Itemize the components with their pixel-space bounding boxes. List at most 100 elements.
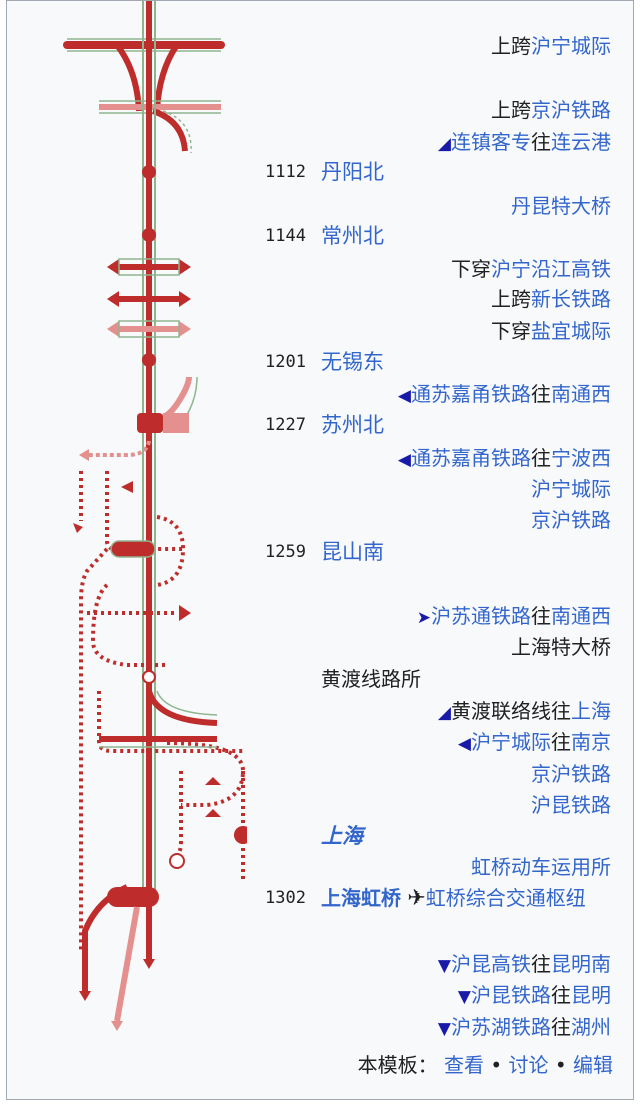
- link-tongsujiayong[interactable]: 通苏嘉甬铁路: [411, 446, 531, 470]
- link-shanghai[interactable]: 上海: [571, 699, 611, 723]
- footer-talk-link[interactable]: 讨论: [508, 1053, 549, 1077]
- shanghai-bridge-label: 上海特大桥: [511, 635, 611, 659]
- track-diagram: [63, 1, 247, 1031]
- station-wuxi-east[interactable]: 无锡东: [321, 350, 384, 374]
- link-husuhu[interactable]: 沪苏湖铁路: [451, 1015, 551, 1039]
- footer-view-link[interactable]: 查看: [443, 1053, 484, 1077]
- link-hongqiao-depot[interactable]: 虹桥动车运用所: [471, 855, 611, 879]
- row-hongqiao-depot: 虹桥动车运用所: [471, 854, 611, 880]
- row-huangdu-link: ◢黄渡联络线往上海: [438, 698, 611, 726]
- km-suzhou-north: 1227: [265, 415, 306, 435]
- link-hukun-railway[interactable]: 沪昆铁路: [531, 793, 611, 817]
- footer-separator: •: [554, 1053, 567, 1077]
- kunshan-south-marker: [110, 540, 156, 558]
- link-ningbo-west[interactable]: 宁波西: [551, 446, 611, 470]
- link-jinghu-railway[interactable]: 京沪铁路: [531, 98, 611, 122]
- row-cross-hu-ning-intercity: 上跨沪宁城际: [491, 33, 611, 59]
- km-kunshan-south: 1259: [265, 542, 306, 562]
- link-hu-ning-intercity[interactable]: 沪宁城际: [531, 34, 611, 58]
- footer-edit-link[interactable]: 编辑: [573, 1053, 613, 1077]
- station-shanghai[interactable]: 上海: [321, 824, 363, 848]
- changzhou-north-marker: [142, 228, 156, 242]
- row-prefix: 上跨: [491, 98, 531, 122]
- towards-text: 往: [551, 1015, 571, 1039]
- link-dankun-bridge[interactable]: 丹昆特大桥: [511, 194, 611, 218]
- station-suzhou-north[interactable]: 苏州北: [321, 413, 384, 437]
- footer-separator: •: [490, 1053, 503, 1077]
- main-line: [142, 1, 156, 961]
- wuxi-east-marker: [142, 353, 156, 367]
- row-husuhu: ▼沪苏湖铁路往湖州: [438, 1014, 611, 1042]
- link-tongsujiayong[interactable]: 通苏嘉甬铁路: [411, 382, 531, 406]
- row-tongsujiayong-south: ◀通苏嘉甬铁路往宁波西: [398, 445, 611, 473]
- towards-text: 往: [531, 604, 551, 628]
- link-nantong-west[interactable]: 南通西: [551, 382, 611, 406]
- route-diagram-box: 上跨沪宁城际 上跨京沪铁路 ◢连镇客专往连云港 1112 丹阳北 丹昆特大桥 1…: [6, 0, 634, 1100]
- row-tongsujiayong-north: ◀通苏嘉甬铁路往南通西: [398, 381, 611, 409]
- hongqiao-tracks: [79, 884, 159, 1031]
- branch-arrow-icon: ➤: [416, 608, 431, 628]
- station-shanghai-hongqiao[interactable]: 上海虹桥: [321, 886, 401, 910]
- station-danyang-north[interactable]: 丹阳北: [321, 160, 384, 184]
- row-prefix: 上跨: [491, 34, 531, 58]
- link-xinchang-railway[interactable]: 新长铁路: [531, 287, 611, 311]
- crossing-arrows: [107, 258, 191, 338]
- down-arrow-icon: ▼: [437, 956, 451, 976]
- row-cross-xinchang: 上跨新长铁路: [491, 286, 611, 312]
- link-husutong[interactable]: 沪苏通铁路: [431, 604, 531, 628]
- link-hukun-railway[interactable]: 沪昆铁路: [471, 983, 551, 1007]
- branch-arrow-icon: ◢: [437, 134, 451, 154]
- link-huzhou[interactable]: 湖州: [571, 1015, 611, 1039]
- hongqiao-depot-marker: [169, 853, 185, 869]
- link-nanjing[interactable]: 南京: [571, 730, 611, 754]
- row-jinghu-railway-2: 京沪铁路: [531, 761, 611, 787]
- towards-text: 往: [531, 952, 551, 976]
- station-kunshan-south[interactable]: 昆山南: [321, 540, 384, 564]
- dotted-freight-network: [79, 471, 246, 951]
- suzhou-north-junction: [79, 376, 198, 461]
- towards-text: 往: [551, 983, 571, 1007]
- link-hongqiao-hub[interactable]: 虹桥综合交通枢纽: [425, 886, 586, 910]
- link-hu-ning-intercity[interactable]: 沪宁城际: [471, 730, 551, 754]
- row-prefix: 下穿: [491, 319, 531, 343]
- danyang-north-marker: [142, 165, 156, 179]
- station-changzhou-north[interactable]: 常州北: [321, 224, 384, 248]
- footer-label: 本模板：: [357, 1053, 438, 1077]
- row-prefix: 上跨: [491, 287, 531, 311]
- link-kunming-south[interactable]: 昆明南: [551, 952, 611, 976]
- down-arrow-icon: ▼: [457, 987, 471, 1007]
- link-hu-ning-intercity[interactable]: 沪宁城际: [531, 477, 611, 501]
- crossing-jinghu-railway: [99, 100, 221, 154]
- link-lianzhen[interactable]: 连镇客专: [451, 130, 531, 154]
- row-jinghu-railway: 京沪铁路: [531, 507, 611, 533]
- link-yanyi-intercity[interactable]: 盐宜城际: [531, 319, 611, 343]
- row-hukun-railway-kunming: ▼沪昆铁路往昆明: [458, 982, 611, 1010]
- towards-text: 往: [551, 730, 571, 754]
- airplane-icon: ✈: [407, 886, 426, 911]
- template-footer: 本模板： 查看 • 讨论 • 编辑: [358, 1051, 613, 1079]
- link-hukun-hsr[interactable]: 沪昆高铁: [451, 952, 531, 976]
- link-huning-yanjiang[interactable]: 沪宁沿江高铁: [491, 257, 611, 281]
- km-shanghai-hongqiao: 1302: [265, 888, 306, 908]
- row-huangdu-junction: 黄渡线路所: [321, 666, 421, 692]
- branch-arrow-icon: ◀: [397, 386, 411, 406]
- row-shanghai-hongqiao: 上海虹桥 ✈虹桥综合交通枢纽: [321, 885, 586, 912]
- row-hu-ning-intercity: 沪宁城际: [531, 476, 611, 502]
- huangdu-link-label: 黄渡联络线往: [451, 699, 571, 723]
- link-jinghu-railway[interactable]: 京沪铁路: [531, 762, 611, 786]
- link-kunming[interactable]: 昆明: [571, 983, 611, 1007]
- row-hu-ning-nanjing: ◀沪宁城际往南京: [458, 729, 611, 757]
- row-cross-jinghu-railway: 上跨京沪铁路: [491, 97, 611, 123]
- down-arrow-icon: ▼: [437, 1019, 451, 1039]
- link-lianyungang[interactable]: 连云港: [551, 130, 611, 154]
- huangdu-junction-label: 黄渡线路所: [321, 667, 421, 691]
- km-danyang-north: 1112: [265, 162, 306, 182]
- towards-text: 往: [531, 446, 551, 470]
- huangdu-branches: [99, 690, 218, 748]
- link-jinghu-railway[interactable]: 京沪铁路: [531, 508, 611, 532]
- row-under-huning-yanjiang: 下穿沪宁沿江高铁: [451, 256, 611, 282]
- suzhou-north-marker: [137, 413, 163, 433]
- row-under-yanyi: 下穿盐宜城际: [491, 318, 611, 344]
- row-husutong: ➤沪苏通铁路往南通西: [417, 603, 611, 631]
- link-nantong-west[interactable]: 南通西: [551, 604, 611, 628]
